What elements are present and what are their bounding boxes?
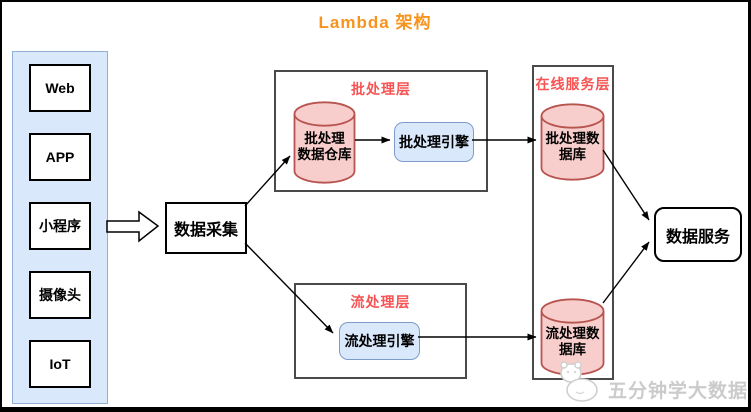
data-sources-panel: Web APP 小程序 摄像头 IoT — [12, 51, 108, 404]
source-item-camera: 摄像头 — [29, 271, 91, 319]
batch-db-label: 批处理数 据库 — [545, 131, 600, 163]
stream-layer-label: 流处理层 — [350, 294, 411, 310]
data-collect-box: 数据采集 — [165, 202, 247, 254]
watermark-text: 五分钟学大数据 — [608, 380, 749, 402]
stream-db-label: 流处理数 据库 — [545, 326, 600, 358]
diagram-title: Lambda 架构 — [318, 13, 432, 32]
batch-db-cylinder: 批处理数 据库 — [540, 103, 605, 181]
batch-warehouse-cylinder: 批处理 数据仓库 — [293, 101, 356, 184]
cylinder-shape — [540, 298, 605, 376]
source-item-app: APP — [29, 133, 91, 181]
batch-engine-box: 批处理引擎 — [394, 122, 474, 162]
source-item-web: Web — [29, 64, 91, 112]
cylinder-shape — [293, 101, 356, 184]
source-item-miniapp: 小程序 — [29, 202, 91, 250]
source-item-iot: IoT — [29, 340, 91, 388]
stream-engine-box: 流处理引擎 — [339, 322, 420, 360]
batch-warehouse-label: 批处理 数据仓库 — [297, 131, 352, 163]
cylinder-shape — [540, 103, 605, 181]
batch-layer-label: 批处理层 — [351, 81, 411, 97]
watermark: 五分钟学大数据 — [552, 358, 748, 406]
block-arrow-sources-to-collect — [106, 210, 160, 243]
stream-db-cylinder: 流处理数 据库 — [540, 298, 605, 376]
watermark-logo-icon — [560, 361, 598, 402]
serving-layer-label: 在线服务层 — [535, 76, 611, 92]
data-service-box: 数据服务 — [654, 207, 742, 262]
